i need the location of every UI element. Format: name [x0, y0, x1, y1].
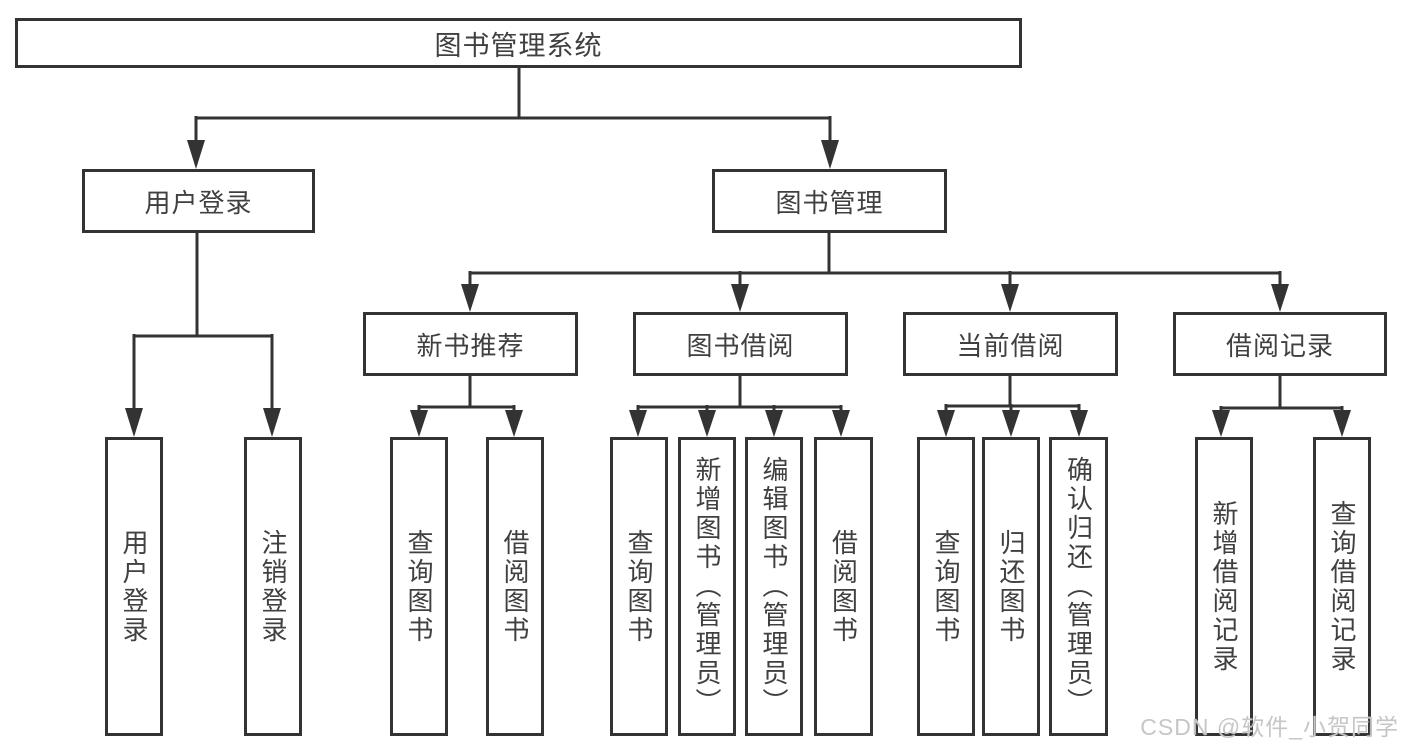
connector-borrow-record-children: [1212, 376, 1351, 437]
leaf-label: 查询图书: [624, 528, 654, 645]
node-new-book-recommend: 新书推荐: [363, 312, 578, 376]
node-book-borrowing: 图书借阅: [633, 312, 848, 376]
node-leaf-query-books-1: 查询图书: [390, 437, 448, 736]
node-leaf-user-login: 用户登录: [105, 437, 163, 736]
connector-book-mgmt-to-level3: [461, 233, 1289, 312]
leaf-label: 新增借阅记录: [1209, 499, 1239, 674]
node-leaf-borrow-books-1: 借阅图书: [486, 437, 544, 736]
node-leaf-add-books-admin: 新增图书（管理员）: [678, 437, 736, 736]
connector-book-borrow-children: [629, 376, 850, 437]
node-leaf-confirm-return-admin: 确认归还（管理员）: [1049, 437, 1108, 736]
connector-new-book-children: [410, 376, 523, 437]
leaf-label: 新增图书（管理员）: [692, 456, 722, 717]
connector-root-to-level2: [187, 68, 839, 169]
node-leaf-borrow-books-2: 借阅图书: [814, 437, 873, 736]
connector-user-login-children: [125, 233, 281, 437]
node-book-management-module: 图书管理: [712, 169, 947, 233]
node-leaf-query-borrow-record: 查询借阅记录: [1313, 437, 1371, 736]
node-leaf-query-books-3: 查询图书: [917, 437, 975, 736]
csdn-watermark: CSDN @软件_小贺同学: [1140, 714, 1399, 740]
leaf-label: 注销登录: [258, 528, 288, 645]
node-leaf-add-borrow-record: 新增借阅记录: [1195, 437, 1253, 736]
node-leaf-return-books: 归还图书: [982, 437, 1040, 736]
leaf-label: 查询图书: [404, 528, 434, 645]
leaf-label: 查询借阅记录: [1327, 499, 1357, 674]
connector-current-borrow-children: [937, 376, 1088, 437]
leaf-label: 确认归还（管理员）: [1063, 456, 1094, 717]
node-borrow-records: 借阅记录: [1173, 312, 1387, 376]
leaf-label: 编辑图书（管理员）: [759, 456, 789, 717]
leaf-label: 归还图书: [996, 528, 1026, 645]
node-root-system: 图书管理系统: [15, 18, 1022, 68]
node-current-borrowing: 当前借阅: [903, 312, 1118, 376]
node-leaf-logout: 注销登录: [244, 437, 302, 736]
node-leaf-edit-books-admin: 编辑图书（管理员）: [745, 437, 803, 736]
leaf-label: 用户登录: [119, 528, 149, 645]
node-user-login-module: 用户登录: [82, 169, 315, 233]
leaf-label: 借阅图书: [828, 528, 859, 645]
node-leaf-query-books-2: 查询图书: [610, 437, 668, 736]
leaf-label: 查询图书: [931, 528, 961, 645]
leaf-label: 借阅图书: [500, 528, 530, 645]
